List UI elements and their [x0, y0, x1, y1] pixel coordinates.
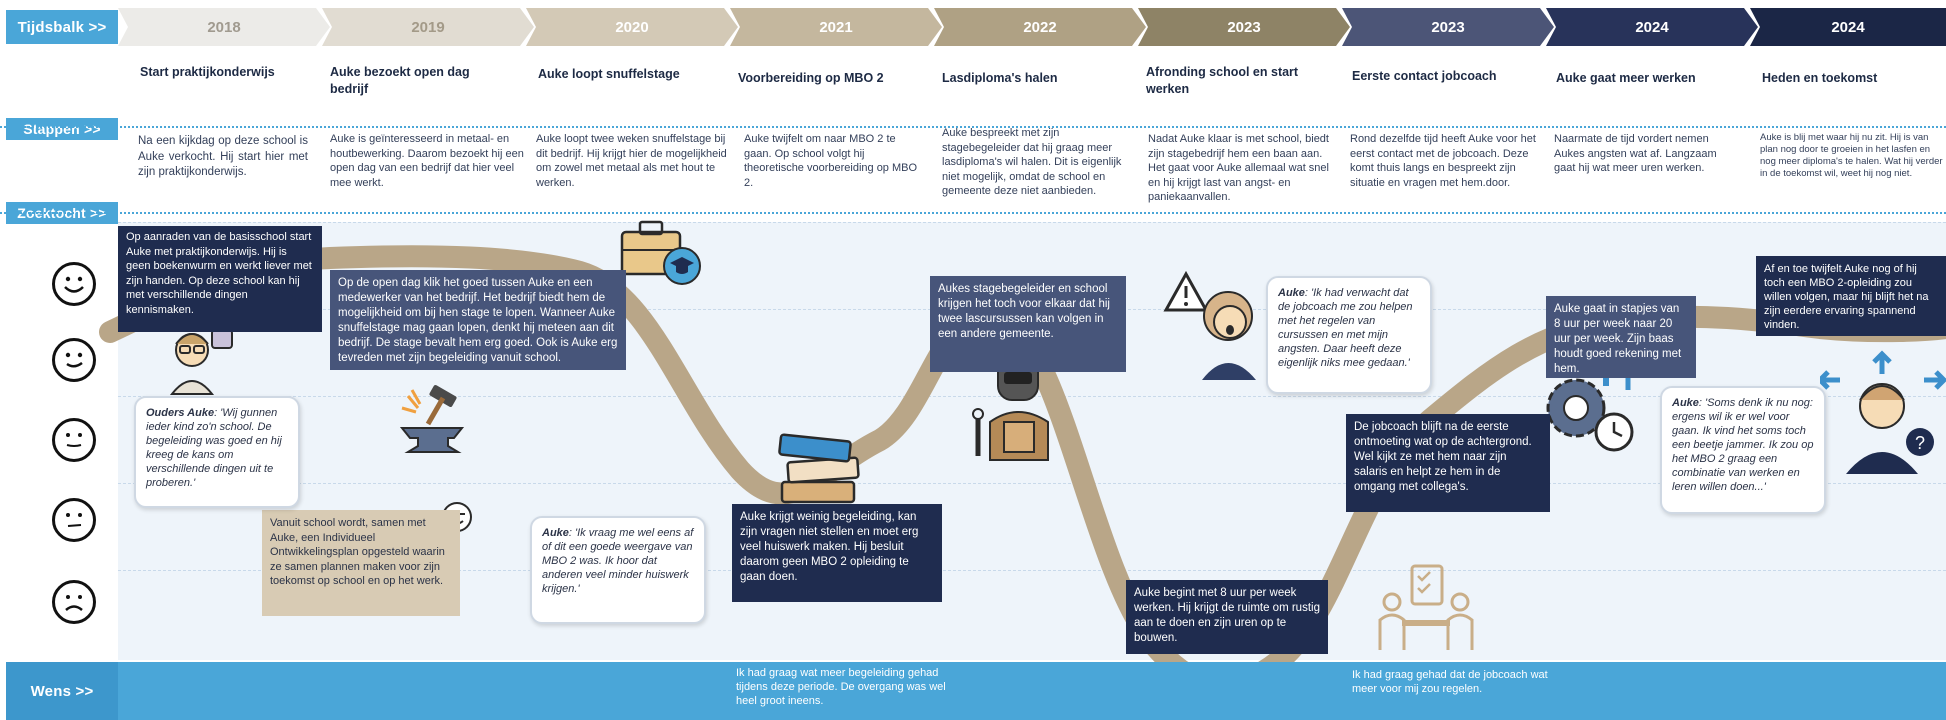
books-stack-icon: [778, 433, 860, 504]
title-6: Afronding school en start werken: [1146, 65, 1299, 96]
year-2019: 2019: [322, 8, 534, 46]
year-2020: 2020: [526, 8, 738, 46]
divider: [0, 212, 1946, 214]
phase-box-9: Af en toe twijfelt Auke nog of hij toch …: [1756, 256, 1946, 336]
grid-row: [118, 483, 1946, 570]
quote-auke-mbo: Auke: 'Ik vraag me wel eens af of dit ee…: [530, 516, 706, 624]
year-2022: 2022: [934, 8, 1146, 46]
phase-box-3: Vanuit school wordt, samen met Auke, een…: [262, 510, 460, 616]
quote-text: : 'Soms denk ik nu nog: ergens wil ik er…: [1672, 397, 1814, 493]
sad-face-icon: [52, 580, 96, 624]
title-3: Auke loopt snuffelstage: [538, 67, 680, 81]
wens-text-2: Ik had graag gehad dat de jobcoach wat m…: [1352, 669, 1548, 695]
quote-text: : 'Ik had verwacht dat de jobcoach me zo…: [1278, 287, 1413, 369]
happy-face-icon: [52, 338, 96, 382]
step-8: Naarmate de tijd vordert nemen Aukes ang…: [1554, 133, 1717, 174]
anxious-person-warning-icon: [1163, 270, 1256, 380]
unsure-face-icon: [52, 498, 96, 542]
grid-row: [118, 570, 1946, 657]
svg-text:?: ?: [1915, 433, 1925, 453]
year-2024a: 2024: [1546, 8, 1758, 46]
anvil-hammer-icon: [399, 385, 465, 453]
wens-bar: [6, 662, 1946, 720]
title-2: Auke bezoekt open dag bedrijf: [330, 65, 470, 96]
phase-box-2: Op de open dag klik het goed tussen Auke…: [330, 270, 626, 370]
quote-ouders: Ouders Auke: 'Wij gunnen ieder kind zo'n…: [134, 396, 300, 508]
quote-auke-jobcoach: Auke: 'Ik had verwacht dat de jobcoach m…: [1266, 276, 1432, 394]
meeting-checklist-icon: [1378, 564, 1474, 650]
student-thumbs-up-icon: [169, 329, 233, 395]
title-8: Auke gaat meer werken: [1556, 71, 1696, 85]
phase-box-8: Auke gaat in stapjes van 8 uur per week …: [1546, 296, 1696, 378]
welder-icon: [972, 355, 1049, 461]
title-1: Start praktijkonderwijs: [140, 65, 275, 79]
divider: [0, 126, 1946, 128]
year-2021: 2021: [730, 8, 942, 46]
step-1: Na een kijkdag op deze school is Auke ve…: [138, 135, 308, 178]
year-2018: 2018: [118, 8, 330, 46]
grid-row: [118, 222, 1946, 309]
step-2: Auke is geïnteresseerd in metaal- en hou…: [330, 133, 524, 189]
quote-text: : 'Ik vraag me wel eens af of dit een go…: [542, 527, 694, 595]
step-4: Auke twijfelt om naar MBO 2 te gaan. Op …: [744, 133, 918, 189]
quote-speaker: Auke: [1278, 287, 1305, 299]
step-6: Nadat Auke klaar is met school, biedt zi…: [1148, 133, 1329, 203]
title-9: Heden en toekomst: [1762, 71, 1878, 85]
step-7: Rond dezelfde tijd heeft Auke voor het e…: [1350, 133, 1536, 189]
label-wens: Wens >>: [6, 662, 118, 720]
phase-box-5: Aukes stagebegeleider en school krijgen …: [930, 276, 1126, 372]
quote-speaker: Ouders Auke: [146, 407, 215, 419]
quote-text: : 'Wij gunnen ieder kind zo'n school. De…: [146, 407, 282, 489]
person-question-arrows-icon: ?: [1820, 350, 1946, 474]
briefcase-graduation-icon: [620, 220, 701, 285]
neutral-face-icon: [52, 418, 96, 462]
quote-auke-toekomst: Auke: 'Soms denk ik nu nog: ergens wil i…: [1660, 386, 1826, 514]
step-3: Auke loopt twee weken snuffelstage bij d…: [536, 133, 727, 189]
phase-box-6: Auke begint met 8 uur per week werken. H…: [1126, 580, 1328, 654]
title-5: Lasdiploma's halen: [942, 71, 1058, 85]
year-2024b: 2024: [1750, 8, 1946, 46]
very-happy-face-icon: [52, 262, 96, 306]
label-stappen: Stappen >>: [6, 118, 118, 140]
title-7: Eerste contact jobcoach: [1352, 69, 1497, 83]
year-2023b: 2023: [1342, 8, 1554, 46]
wens-text-1: Ik had graag wat meer begeleiding gehad …: [736, 667, 946, 707]
label-tijdsbalk: Tijdsbalk >>: [6, 10, 118, 44]
quote-speaker: Auke: [1672, 397, 1699, 409]
quote-speaker: Auke: [542, 527, 569, 539]
phase-box-7: De jobcoach blijft na de eerste ontmoeti…: [1346, 414, 1550, 512]
year-2023a: 2023: [1138, 8, 1350, 46]
phase-box-1: Op aanraden van de basisschool start Auk…: [118, 226, 322, 332]
step-9: Auke is blij met waar hij nu zit. Hij is…: [1760, 132, 1943, 179]
step-5: Auke bespreekt met zijn stagebegeleider …: [942, 127, 1122, 197]
phase-box-4: Auke krijgt weinig begeleiding, kan zijn…: [732, 504, 942, 602]
title-4: Voorbereiding op MBO 2: [738, 71, 884, 85]
